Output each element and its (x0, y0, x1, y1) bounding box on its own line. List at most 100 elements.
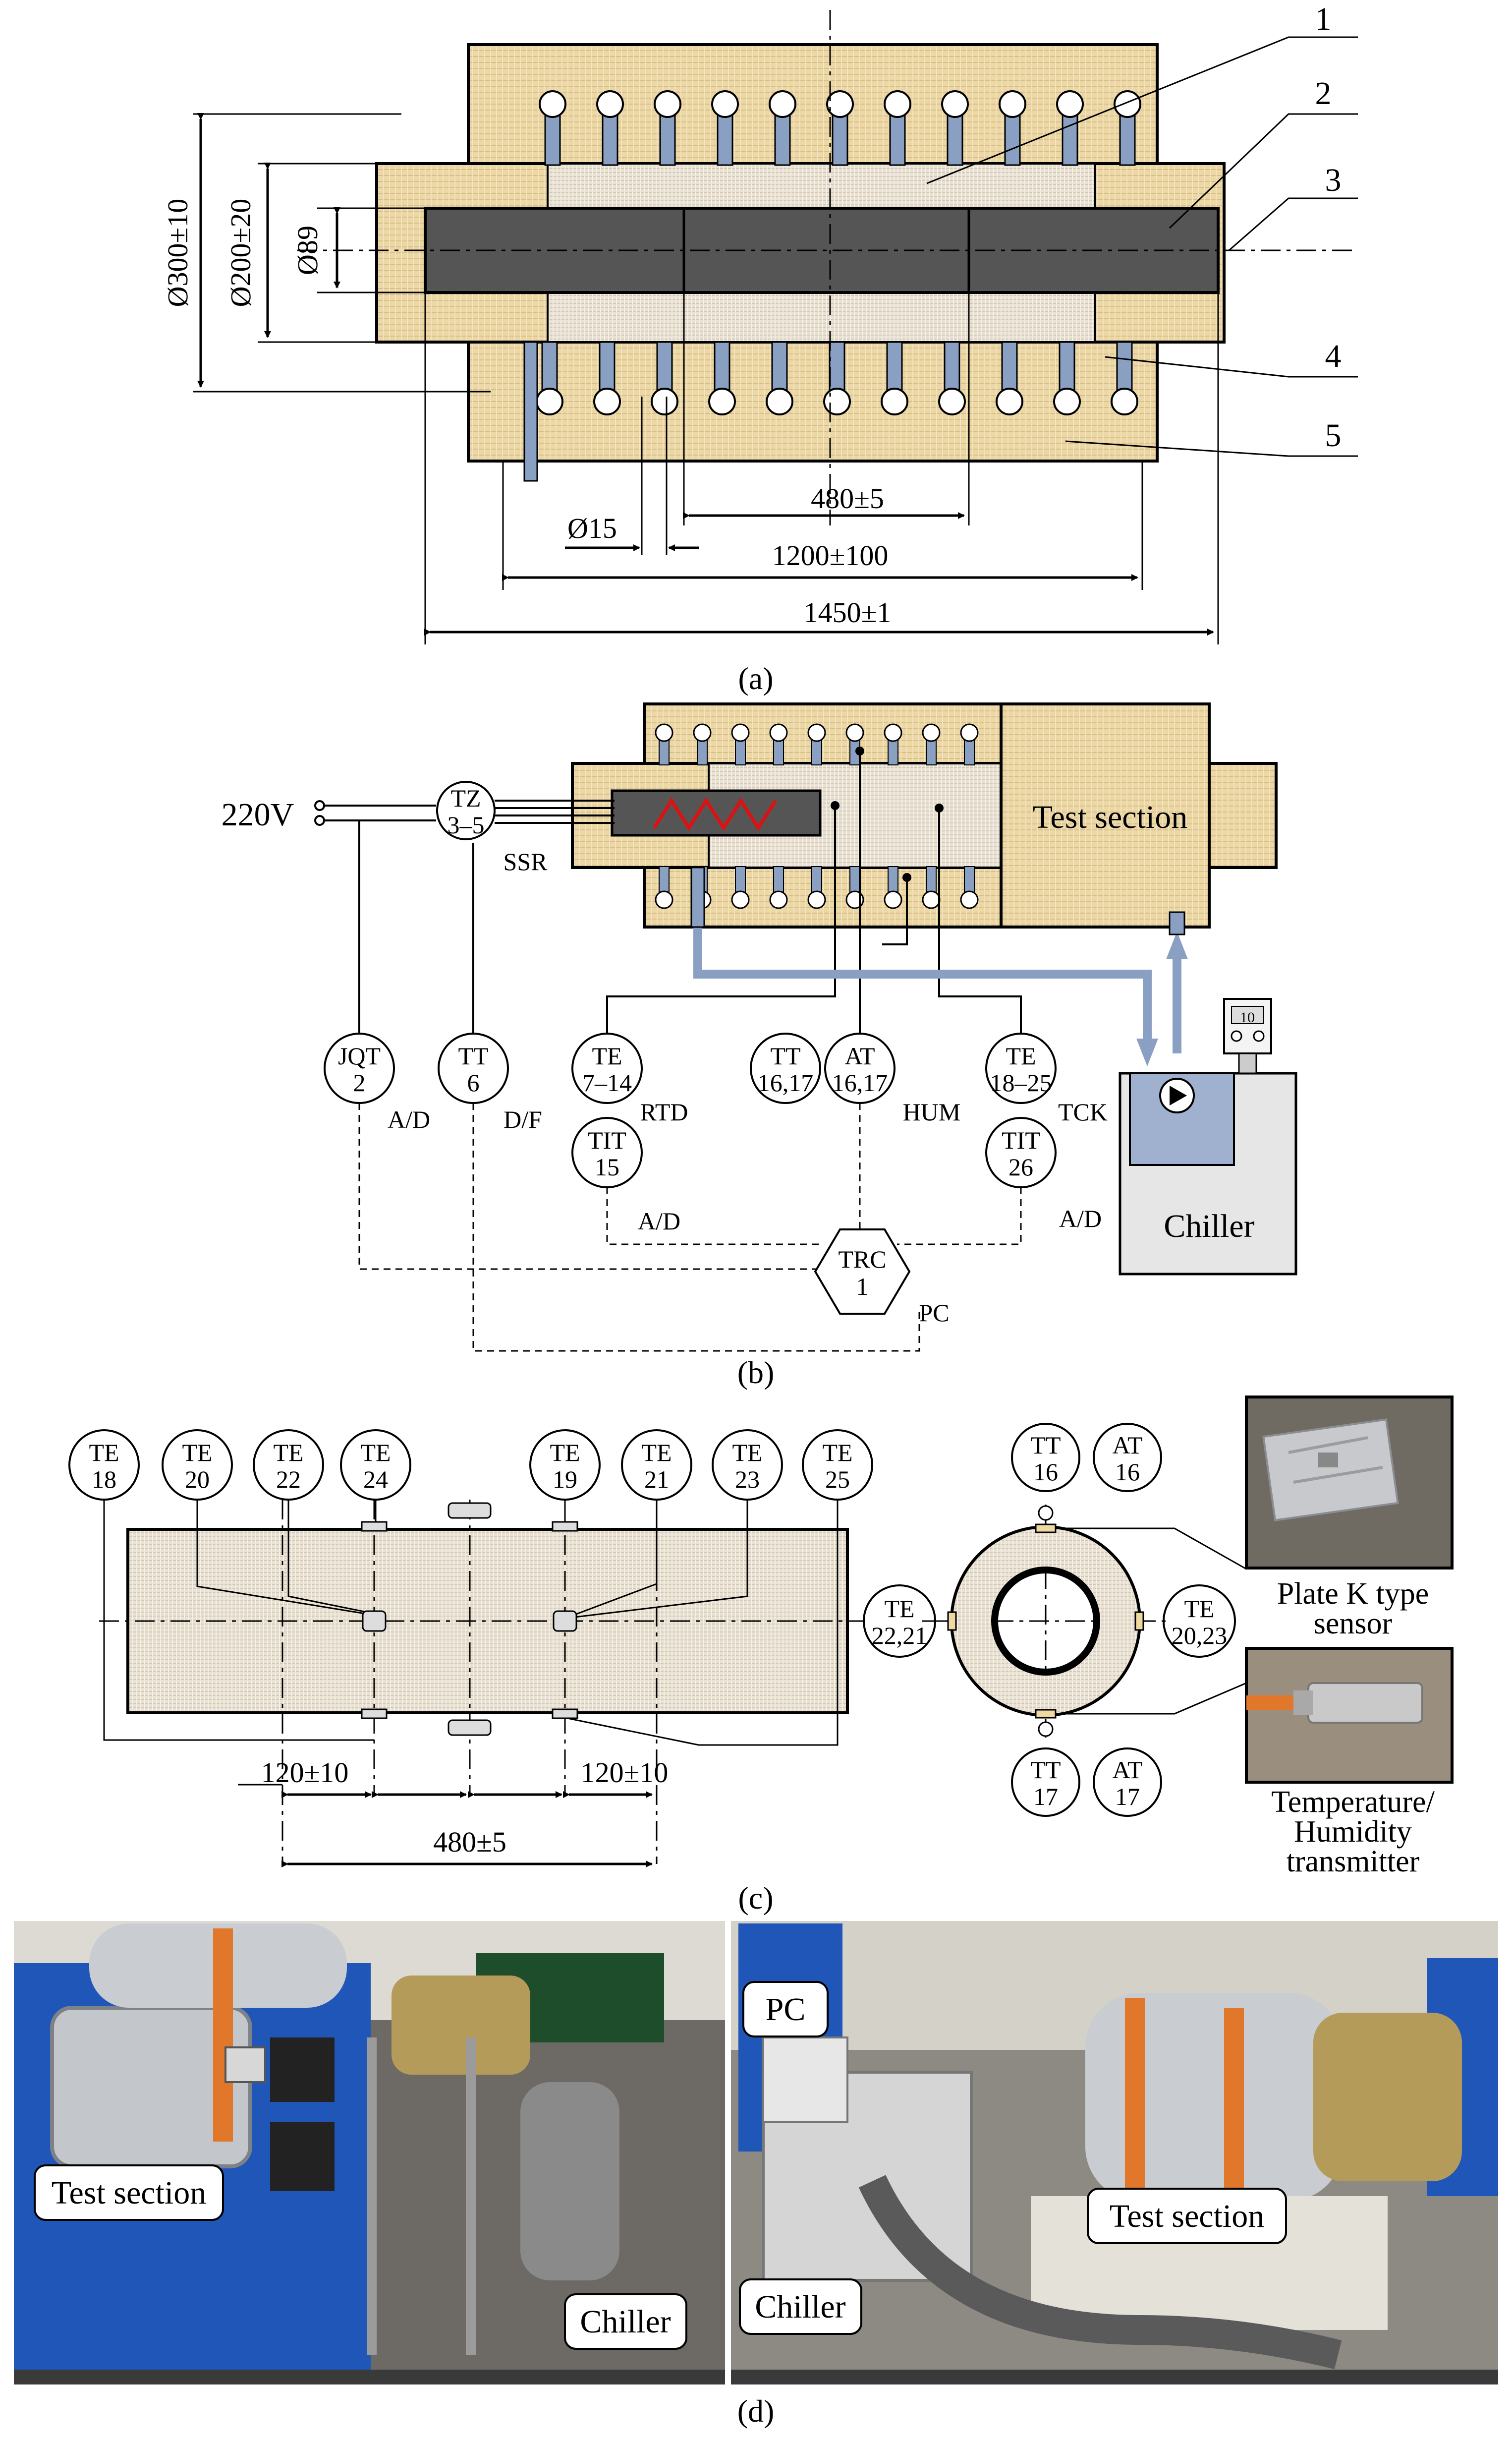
coil-ring-top (711, 90, 739, 118)
b-coil-ring-bottom (769, 890, 788, 909)
b-coil-ring-bottom (731, 890, 750, 909)
ssr-label: SSR (504, 848, 548, 875)
te-bubble-left-line2: 22,21 (872, 1622, 928, 1649)
te7-bubble-line2: 7–14 (582, 1069, 632, 1097)
tz-bubble-line2: 3–5 (448, 811, 485, 839)
tt16-c-bubble (1011, 1423, 1080, 1492)
te-bubble-6-line1: TE (732, 1439, 762, 1466)
te-bubble-1-line2: 20 (185, 1465, 210, 1493)
sig-ad2: A/D (638, 1207, 680, 1235)
coil-ring-top (1056, 90, 1084, 118)
power-wiring (325, 800, 615, 1034)
te-bubble-2-line2: 22 (276, 1465, 301, 1493)
tz-bubble-line1: TZ (450, 784, 481, 812)
callout-1: 1 (1315, 1, 1332, 37)
te-bubble-2-line1: TE (273, 1439, 303, 1466)
te18-bubble-line2: 18–25 (990, 1069, 1052, 1097)
te-bubble-7-line1: TE (822, 1439, 852, 1466)
coil-ring-top (769, 90, 796, 118)
label-right-pc: PC (766, 1991, 806, 2028)
outer-jacket-top (467, 43, 1159, 180)
sig-rtd: RTD (640, 1098, 688, 1126)
tt6-bubble-line1: TT (458, 1042, 488, 1070)
coil-ring-bottom (536, 388, 563, 415)
voltage-label: 220V (222, 797, 294, 833)
plate-sensor-mid-right (553, 1610, 577, 1632)
coil-ring-bottom (651, 388, 678, 415)
te-bubble-1-line1: TE (182, 1439, 212, 1466)
coil-ring-bottom (593, 388, 621, 415)
trc-line2: 1 (856, 1273, 869, 1300)
te-bubble-right-line1: TE (1184, 1595, 1214, 1623)
callout-2: 2 (1315, 75, 1332, 112)
b-coil-ring-top (731, 723, 750, 742)
callout-5: 5 (1325, 417, 1342, 454)
coil-ring-top (884, 90, 911, 118)
trc-line1: TRC (838, 1245, 886, 1273)
sensor-wiring (606, 751, 1022, 1034)
at17-c-bubble-line2: 17 (1115, 1783, 1140, 1810)
jqt-bubble-line1: JQT (338, 1042, 381, 1070)
chiller-display: 10 (1240, 1009, 1255, 1026)
te-bubble-4-line1: TE (550, 1439, 580, 1466)
caption-b: (b) (737, 1355, 775, 1390)
b-coil-ring-bottom (960, 890, 979, 909)
at17-c-bubble-line1: AT (1112, 1756, 1142, 1784)
dim-480: 480±5 (811, 482, 884, 515)
c-instrument-bubbles: TE18TE20TE22TE24TE19TE21TE23TE25TE22,21T… (68, 1423, 1236, 1817)
b-coil-ring-top (807, 723, 826, 742)
coil-ring-top (654, 90, 681, 118)
tz-bubble (436, 781, 496, 840)
at16-c-bubble (1093, 1423, 1162, 1492)
coil-ring-bottom (1111, 388, 1138, 415)
outer-jacket-bottom (467, 326, 1159, 463)
te18-bubble (985, 1033, 1057, 1104)
te-bubble-4-line2: 19 (553, 1465, 577, 1493)
transmitter-top (448, 1502, 492, 1519)
sig-pc: PC (919, 1299, 949, 1327)
label-left-test-section: Test section (52, 2175, 206, 2211)
coil-ring-bottom (881, 388, 908, 415)
heater-element (611, 789, 822, 837)
caption-c: (c) (738, 1880, 773, 1916)
c-photo-leaders (937, 1527, 1247, 1715)
te7-bubble-line1: TE (592, 1042, 622, 1070)
tt17-c-bubble (1011, 1747, 1080, 1817)
heater-zigzag (653, 797, 777, 831)
coil-ring-bottom (1053, 388, 1081, 415)
plate-sensor-mid-left (362, 1610, 387, 1632)
dim-1450: 1450±1 (804, 596, 892, 629)
tit26-bubble (985, 1117, 1057, 1188)
plate-sensor-bot-left (361, 1708, 388, 1719)
b-coil-ring-bottom (655, 890, 673, 909)
coil-ring-bottom (823, 388, 851, 415)
b-coil-ring-top (845, 723, 864, 742)
plate-sensor-bot-right (552, 1708, 578, 1719)
tt16-bubble-line1: TT (770, 1042, 800, 1070)
signal-lines (358, 1103, 1022, 1352)
te-bubble-5-line1: TE (641, 1439, 672, 1466)
transmitter-bottom (448, 1719, 492, 1736)
te-bubble-left-line1: TE (884, 1595, 914, 1623)
dim-1200: 1200±100 (772, 539, 889, 572)
te-bubble-3-line1: TE (360, 1439, 391, 1466)
transmitter-label-2: Humidity (1294, 1815, 1412, 1849)
tit15-bubble (571, 1117, 643, 1188)
tt6-bubble-line2: 6 (467, 1069, 480, 1097)
plate-sensor-top-left (361, 1521, 388, 1532)
coolant-inlet-pipe (523, 341, 538, 482)
panel-c: TE18TE20TE22TE24TE19TE21TE23TE25TE22,21T… (68, 1395, 1454, 1916)
c-leader-lines (103, 1500, 839, 1746)
tt16-bubble-line2: 16,17 (758, 1069, 814, 1097)
b-coil-ring-top (960, 723, 979, 742)
dim-480-c: 480±5 (433, 1826, 506, 1858)
tit15-bubble-line2: 15 (595, 1153, 619, 1181)
te-bubble-right-line2: 20,23 (1172, 1622, 1228, 1649)
coil-ring-bottom (766, 388, 793, 415)
caption-d: (d) (737, 2393, 775, 2429)
coil-ring-bottom (996, 388, 1023, 415)
jqt-bubble (324, 1033, 395, 1104)
coil-ring-bottom (938, 388, 966, 415)
transmitter-label-3: transmitter (1287, 1845, 1420, 1878)
